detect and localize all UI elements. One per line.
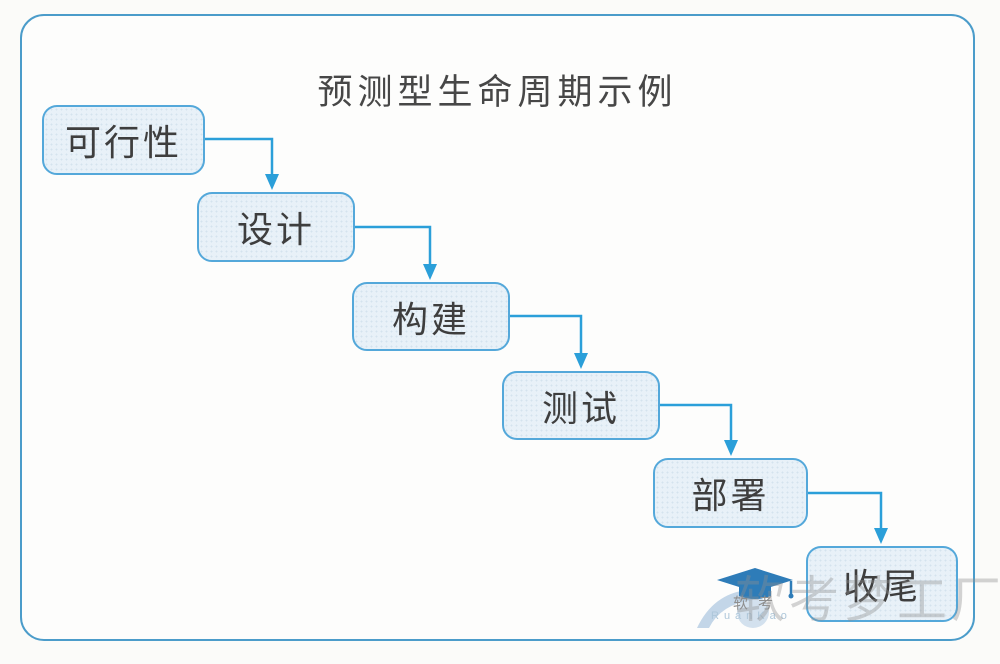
stage-box-design: 设计 [197,192,355,262]
stage-box-closeout: 收尾 [806,546,958,622]
logo-en-text: RuanKao [711,610,792,622]
stage-label: 可行性 [64,123,182,163]
stage-label: 收尾 [842,567,921,607]
ruankao-logo: 软考 RuanKao [695,560,815,635]
graduation-cap-icon [697,568,794,628]
watermark-text: 软考梦工厂 [735,572,1000,628]
diagram-title: 预测型生命周期示例 [317,73,678,112]
stage-box-feasibility: 可行性 [42,105,205,175]
stage-box-deploy: 部署 [653,458,808,528]
stage-label: 设计 [236,210,315,250]
logo-cn-text: 软考 [733,595,784,612]
stage-label: 构建 [391,299,470,340]
stage-label: 测试 [541,388,620,429]
stage-label: 部署 [691,476,770,516]
stage-box-test: 测试 [502,371,660,440]
stage-box-build: 构建 [352,282,510,351]
